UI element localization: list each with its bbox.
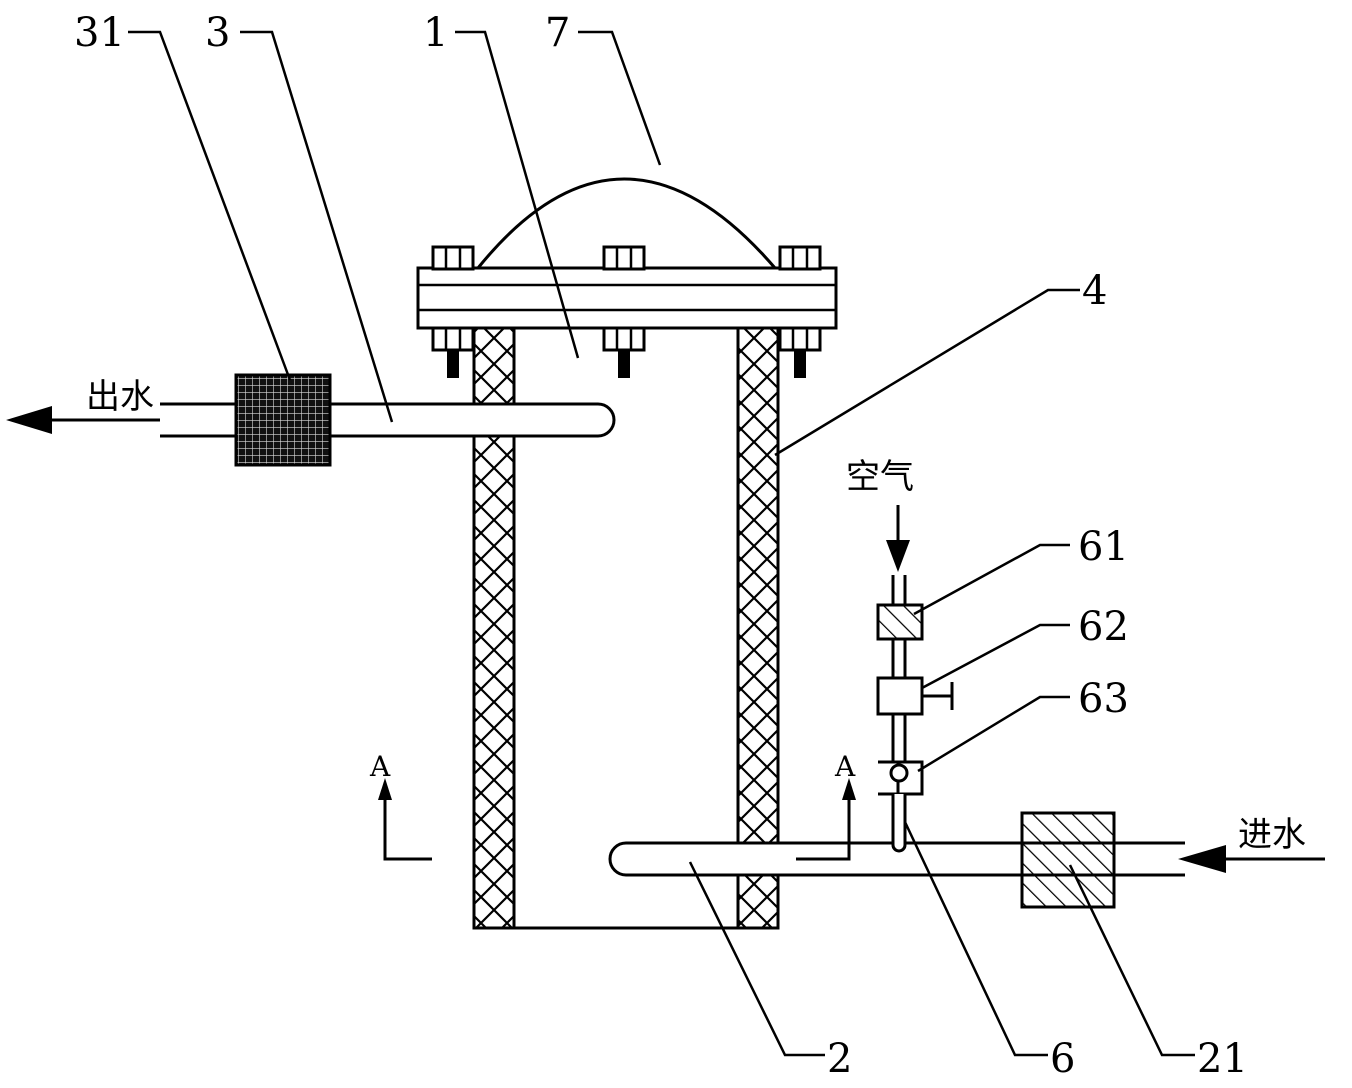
label-6: 6 [1050,1036,1075,1082]
check-valve [878,760,924,796]
inlet-label: 进水 [1238,815,1306,855]
section-label-right: A [834,750,856,783]
label-4: 4 [1082,268,1107,314]
label-2: 2 [827,1036,852,1082]
label-3: 3 [205,10,230,56]
air-filter [876,603,924,641]
label-7: 7 [545,10,570,56]
section-marker-right [796,778,856,861]
label-63: 63 [1078,676,1129,722]
air-injection-tube [891,794,907,853]
flange-plate [416,266,838,330]
leader-lines [128,30,1195,1057]
label-61: 61 [1078,524,1129,570]
label-1: 1 [423,10,448,56]
outlet-filter [234,373,332,467]
outlet-arrow [6,406,52,434]
label-31: 31 [74,10,125,56]
air-arrow [886,540,910,572]
inlet-filter [1020,811,1116,909]
inlet-arrow [1178,845,1226,873]
air-valve [876,676,924,716]
dome-cover [476,177,777,269]
section-marker-left [378,778,432,861]
outlet-label: 出水 [86,377,154,417]
air-label: 空气 [846,457,914,497]
bolt-middle [602,245,646,378]
section-label-left: A [369,750,391,783]
label-62: 62 [1078,604,1129,650]
bolt-right [778,245,822,378]
label-21: 21 [1197,1036,1248,1082]
vessel-wall-right [736,326,780,930]
